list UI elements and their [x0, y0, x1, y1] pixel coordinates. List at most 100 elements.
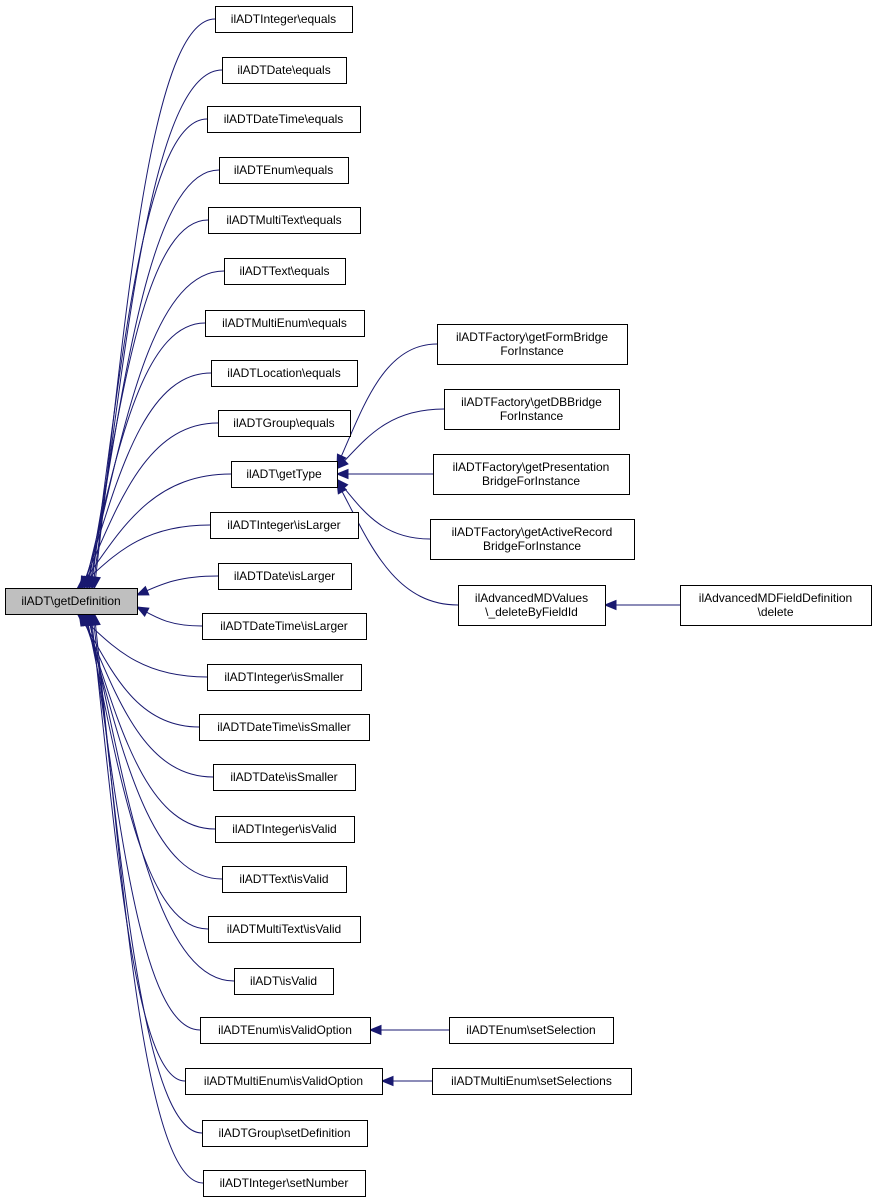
node-iladtdate-issmaller[interactable]: ilADTDate\isSmaller [213, 764, 356, 791]
edge-f1-to-n10 [336, 343, 438, 467]
edge-n8-to-root [82, 372, 212, 589]
node-label: ilADTDateTime\isSmaller [217, 720, 351, 734]
node-iladtmultienum-setselections[interactable]: ilADTMultiEnum\setSelections [432, 1068, 632, 1095]
node-iladt-getdefinition[interactable]: ilADT\getDefinition [5, 588, 138, 615]
node-iladtenum-setselection[interactable]: ilADTEnum\setSelection [449, 1017, 614, 1044]
edge-n3-to-root [90, 118, 208, 589]
edge-n23-to-root [92, 613, 203, 1134]
node-label: ForInstance [500, 344, 564, 358]
node-label: ilADTInteger\isSmaller [224, 670, 343, 684]
node-label: ilADTInteger\isValid [232, 822, 336, 836]
node-box [215, 6, 353, 33]
node-box [205, 310, 365, 337]
node-label: ilADTMultiEnum\isValidOption [204, 1074, 363, 1088]
node-box [222, 57, 347, 84]
node-iladtfactory-getactiverecordbridgeforinstance[interactable]: ilADTFactory\getActiveRecordBridgeForIns… [430, 519, 635, 560]
node-iladvancedmdfielddefinition-delete[interactable]: ilAdvancedMDFieldDefinition\delete [680, 585, 872, 626]
node-label: BridgeForInstance [482, 474, 580, 488]
node-label: ilADTDate\isLarger [234, 569, 335, 583]
node-label: \_deleteByFieldId [485, 605, 578, 619]
node-box [219, 157, 349, 184]
node-label: ilADTGroup\setDefinition [218, 1126, 350, 1140]
arrowhead-icon [135, 585, 150, 596]
arrowhead-icon [603, 599, 617, 611]
node-iladtinteger-issmaller[interactable]: ilADTInteger\isSmaller [207, 664, 362, 691]
edge-n1-to-root [93, 18, 216, 589]
node-iladtgroup-equals[interactable]: ilADTGroup\equals [218, 410, 351, 437]
edges-layer [76, 18, 680, 1184]
edge-n19-to-root [85, 613, 209, 930]
node-box [211, 360, 358, 387]
arrowhead-icon [368, 1024, 382, 1036]
node-label: ilADTEnum\equals [234, 163, 333, 177]
node-iladtdatetime-equals[interactable]: ilADTDateTime\equals [207, 106, 361, 133]
edge-n5-to-root [87, 219, 209, 589]
arrowhead-icon [76, 576, 90, 589]
node-box [231, 461, 338, 488]
node-iladtdatetime-issmaller[interactable]: ilADTDateTime\isSmaller [199, 714, 370, 741]
node-label: ilADTGroup\equals [233, 416, 334, 430]
node-box [433, 454, 630, 495]
edge-n4-to-root [88, 169, 220, 589]
node-iladt-gettype[interactable]: ilADT\getType [231, 461, 338, 488]
node-label: ilAdvancedMDValues [475, 591, 588, 605]
node-iladtgroup-setdefinition[interactable]: ilADTGroup\setDefinition [202, 1120, 368, 1147]
node-iladttext-equals[interactable]: ilADTText\equals [224, 258, 346, 285]
node-label: ilADTDateTime\equals [224, 112, 344, 126]
node-box [680, 585, 872, 626]
node-iladtlocation-equals[interactable]: ilADTLocation\equals [211, 360, 358, 387]
node-iladtfactory-getpresentationbridgeforinstance[interactable]: ilADTFactory\getPresentationBridgeForIns… [433, 454, 630, 495]
node-box [210, 512, 359, 539]
node-label: ilADTLocation\equals [227, 366, 340, 380]
node-iladtdatetime-islarger[interactable]: ilADTDateTime\isLarger [202, 613, 367, 640]
edge-n11-to-root [77, 524, 211, 589]
node-box [444, 389, 620, 430]
node-label: \delete [757, 605, 793, 619]
node-box [218, 410, 351, 437]
arrowhead-icon [336, 456, 349, 470]
node-iladttext-isvalid[interactable]: ilADTText\isValid [222, 866, 347, 893]
node-iladtinteger-setnumber[interactable]: ilADTInteger\setNumber [203, 1170, 366, 1197]
node-label: ilADTFactory\getPresentation [453, 460, 610, 474]
edge-n10-to-root [78, 473, 232, 589]
node-iladvancedmdvalues-deletebyfieldid[interactable]: ilAdvancedMDValues\_deleteByFieldId [458, 585, 606, 626]
node-iladtinteger-isvalid[interactable]: ilADTInteger\isValid [215, 816, 355, 843]
node-label: ilADTText\isValid [239, 872, 328, 886]
node-box [203, 1170, 366, 1197]
node-label: ilADTEnum\isValidOption [218, 1023, 352, 1037]
node-box [202, 1120, 368, 1147]
node-iladtmultienum-isvalidoption[interactable]: ilADTMultiEnum\isValidOption [185, 1068, 383, 1095]
node-box [207, 106, 361, 133]
node-iladtenum-equals[interactable]: ilADTEnum\equals [219, 157, 349, 184]
node-iladtdate-islarger[interactable]: ilADTDate\isLarger [218, 563, 352, 590]
node-label: ilAdvancedMDFieldDefinition [699, 591, 852, 605]
edge-n20-to-root [87, 613, 235, 982]
node-iladtmultienum-equals[interactable]: ilADTMultiEnum\equals [205, 310, 365, 337]
node-label: ilADTMultiEnum\equals [222, 316, 347, 330]
node-label: ilADTMultiEnum\setSelections [451, 1074, 612, 1088]
node-box [202, 613, 367, 640]
node-label: ilADTFactory\getFormBridge [456, 330, 608, 344]
edge-n9-to-root [80, 422, 219, 589]
node-iladtmultitext-isvalid[interactable]: ilADTMultiText\isValid [208, 916, 361, 943]
node-iladtinteger-islarger[interactable]: ilADTInteger\isLarger [210, 512, 359, 539]
node-box [234, 968, 334, 995]
edge-n7-to-root [83, 322, 206, 589]
edge-n12-to-root [136, 575, 219, 596]
node-iladt-isvalid[interactable]: ilADT\isValid [234, 968, 334, 995]
node-box [222, 866, 347, 893]
node-box [207, 664, 362, 691]
node-label: ilADTText\equals [239, 264, 329, 278]
node-iladtinteger-equals[interactable]: ilADTInteger\equals [215, 6, 353, 33]
arrowhead-icon [335, 468, 349, 480]
node-iladtmultitext-equals[interactable]: ilADTMultiText\equals [208, 207, 361, 234]
node-iladtenum-isvalidoption[interactable]: ilADTEnum\isValidOption [200, 1017, 371, 1044]
arrowhead-icon [135, 606, 150, 617]
node-label: ilADTDate\equals [237, 63, 330, 77]
node-box [208, 207, 361, 234]
node-iladtdate-equals[interactable]: ilADTDate\equals [222, 57, 347, 84]
node-box [208, 916, 361, 943]
node-box [5, 588, 138, 615]
